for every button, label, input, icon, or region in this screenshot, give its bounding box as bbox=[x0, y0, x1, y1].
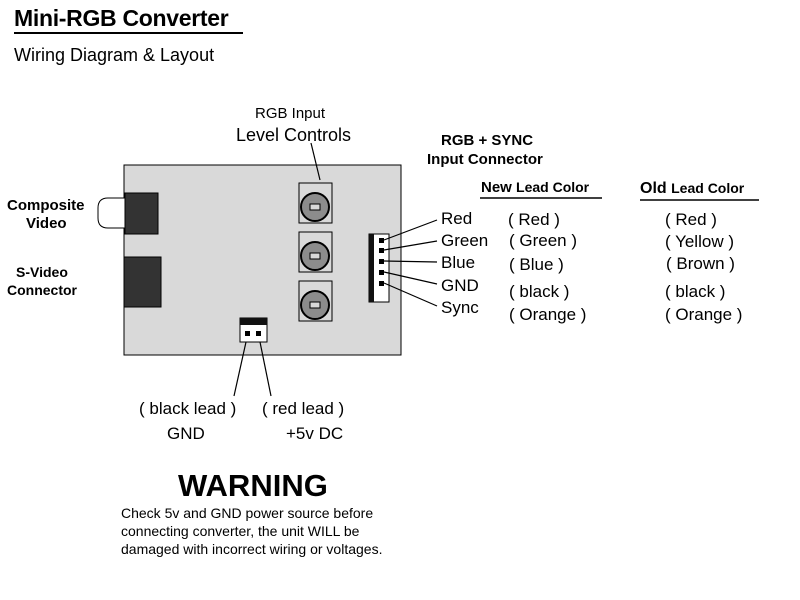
old-lead-word: Old bbox=[640, 180, 667, 197]
page-subtitle: Wiring Diagram & Layout bbox=[14, 45, 215, 65]
composite-jack-body bbox=[97, 197, 126, 229]
composite-jack bbox=[124, 192, 159, 235]
connector-pins bbox=[379, 238, 384, 286]
old-lead-color-header: Old Lead Color bbox=[640, 181, 744, 197]
gnd-power-label: GND bbox=[167, 424, 205, 443]
warning-line-1: Check 5v and GND power source before bbox=[121, 505, 374, 521]
rgb-input-label: RGB Input bbox=[255, 105, 326, 122]
old-color-red: ( Red ) bbox=[665, 210, 717, 229]
signal-gnd: GND bbox=[441, 276, 479, 295]
level-pot-green bbox=[298, 231, 333, 273]
vdc-power-label: +5v DC bbox=[286, 424, 344, 443]
old-color-blue: ( Brown ) bbox=[666, 254, 735, 273]
lead-color-word: Lead Color bbox=[671, 180, 745, 196]
warning-line-2: connecting converter, the unit WILL be bbox=[121, 523, 360, 539]
rgb-sync-label: RGB + SYNC bbox=[441, 132, 534, 149]
svideo-jack bbox=[123, 256, 162, 308]
new-lead-color-header: New Lead Color bbox=[481, 180, 589, 195]
level-pot-red bbox=[298, 182, 333, 224]
composite-video-label: Video bbox=[26, 215, 67, 232]
new-color-sync: ( Orange ) bbox=[509, 305, 587, 324]
black-lead-label: ( black lead ) bbox=[139, 399, 237, 418]
svideo-connector-label: Connector bbox=[7, 282, 77, 298]
level-pot-blue bbox=[298, 280, 333, 322]
lead-color-word: Lead Color bbox=[516, 179, 590, 195]
signal-blue: Blue bbox=[441, 253, 476, 272]
level-controls-label: Level Controls bbox=[236, 125, 352, 145]
new-lead-word: New bbox=[481, 179, 512, 196]
input-connector-label: Input Connector bbox=[427, 151, 543, 168]
svideo-label: S-Video bbox=[16, 264, 68, 280]
new-color-blue: ( Blue ) bbox=[509, 255, 564, 274]
new-color-gnd: ( black ) bbox=[509, 282, 570, 301]
warning-line-3: damaged with incorrect wiring or voltage… bbox=[121, 541, 383, 557]
signal-sync: Sync bbox=[441, 298, 479, 317]
new-color-red: ( Red ) bbox=[508, 210, 560, 229]
signal-green: Green bbox=[441, 231, 489, 250]
old-color-sync: ( Orange ) bbox=[665, 305, 743, 324]
signal-red: Red bbox=[441, 209, 473, 228]
red-lead-label: ( red lead ) bbox=[262, 399, 345, 418]
wire-leaders bbox=[383, 219, 438, 307]
warning-title: WARNING bbox=[178, 468, 328, 503]
composite-label: Composite bbox=[7, 197, 85, 214]
old-color-green: ( Yellow ) bbox=[665, 232, 734, 251]
page-title: Mini-RGB Converter bbox=[14, 5, 229, 31]
old-color-gnd: ( black ) bbox=[665, 282, 726, 301]
new-color-green: ( Green ) bbox=[509, 231, 578, 250]
